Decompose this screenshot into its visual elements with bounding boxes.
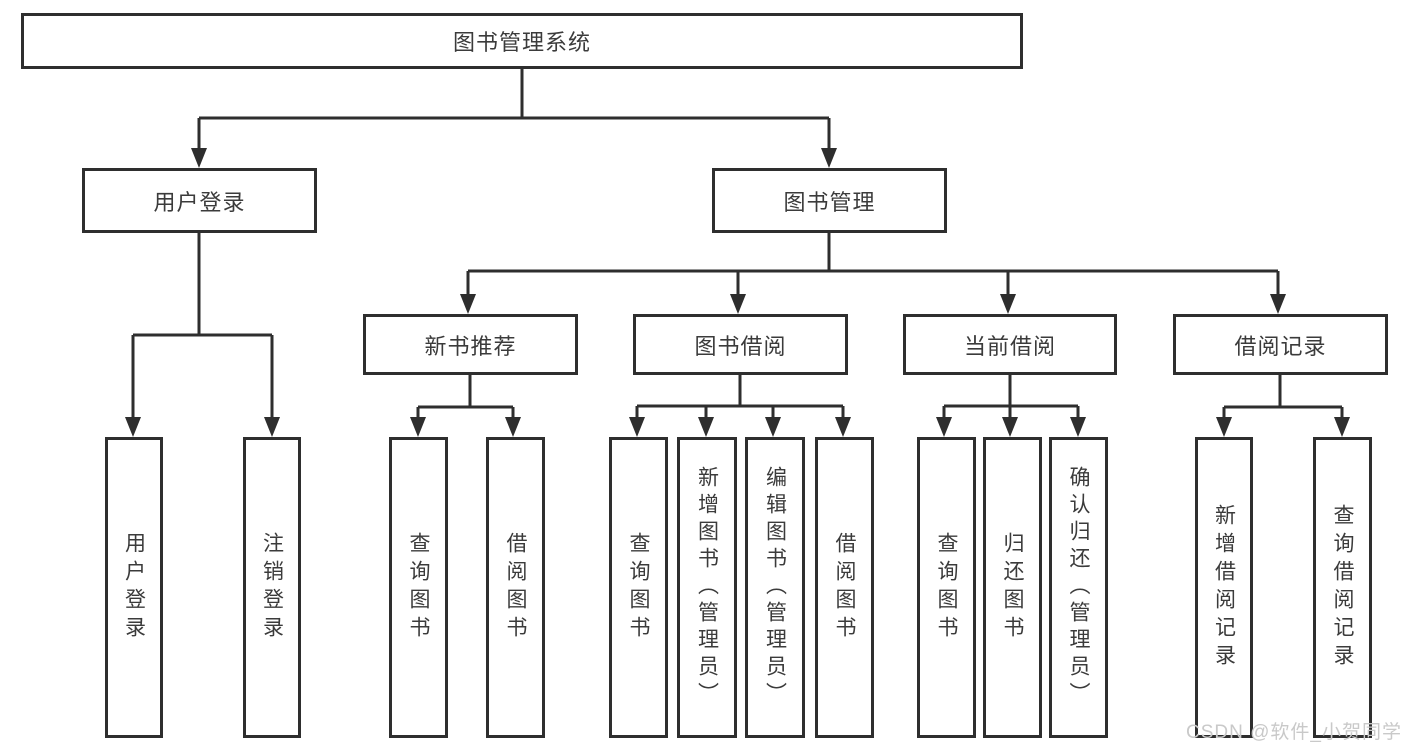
leaf-edit-book-admin: 编辑图书（管理员）	[745, 437, 805, 738]
leaf-add-book-admin: 新增图书（管理员）	[677, 437, 737, 738]
node-user-login: 用户登录	[82, 168, 317, 233]
leaf-return-books: 归还图书	[983, 437, 1042, 738]
node-current-borrow: 当前借阅	[903, 314, 1117, 375]
leaf-query-books: 查询图书	[389, 437, 448, 738]
csdn-watermark: CSDN @软件_小贺同学	[1186, 722, 1402, 743]
node-borrow-records: 借阅记录	[1173, 314, 1388, 375]
leaf-query-books-2: 查询图书	[609, 437, 668, 738]
node-root-library-system: 图书管理系统	[21, 13, 1023, 69]
arrowhead-icons	[125, 148, 1350, 437]
node-book-borrow: 图书借阅	[633, 314, 848, 375]
leaf-query-borrow-record: 查询借阅记录	[1313, 437, 1372, 738]
node-book-management: 图书管理	[712, 168, 947, 233]
leaf-add-borrow-record: 新增借阅记录	[1195, 437, 1253, 738]
leaf-borrow-books-2: 借阅图书	[815, 437, 874, 738]
leaf-user-login: 用户登录	[105, 437, 163, 738]
leaf-confirm-return-admin: 确认归还（管理员）	[1049, 437, 1108, 738]
node-new-book-recommend: 新书推荐	[363, 314, 578, 375]
leaf-query-books-3: 查询图书	[917, 437, 976, 738]
leaf-logout: 注销登录	[243, 437, 301, 738]
leaf-borrow-books: 借阅图书	[486, 437, 545, 738]
